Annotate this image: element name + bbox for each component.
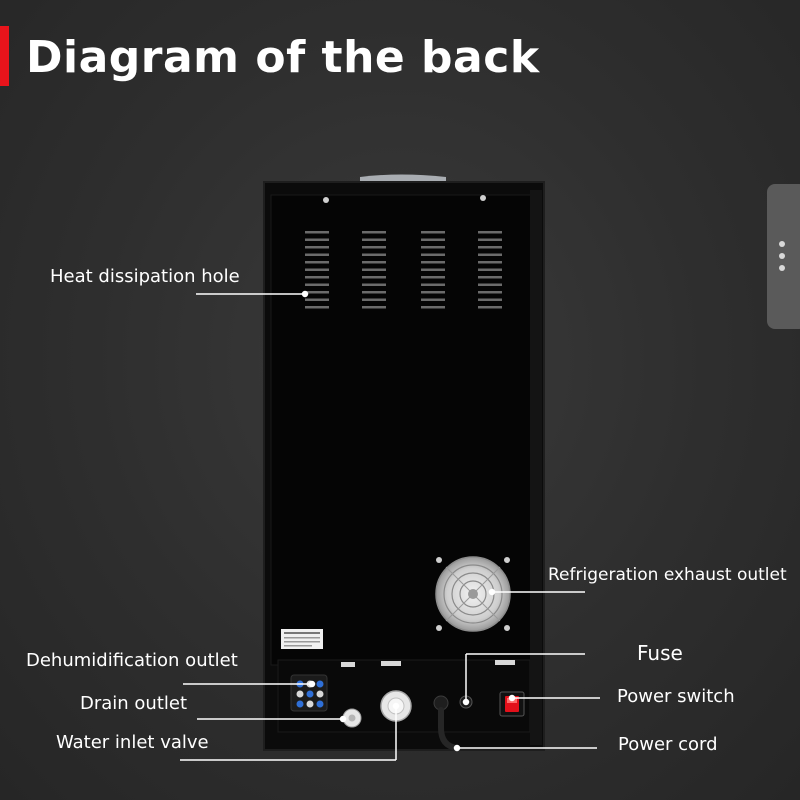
- label-power-cord: Power cord: [618, 734, 718, 755]
- label-power-switch: Power switch: [617, 686, 735, 707]
- label-dehumidification-outlet: Dehumidification outlet: [26, 650, 238, 671]
- leader-lines: [180, 290, 600, 761]
- warning-sticker: [281, 629, 323, 649]
- vertical-ellipsis-icon: [779, 241, 785, 247]
- panel-tag: [381, 661, 401, 666]
- heat-dissipation-vents: [305, 231, 502, 309]
- side-panel-handle[interactable]: [767, 184, 800, 329]
- drain-outlet-icon: [342, 708, 362, 728]
- label-fuse: Fuse: [637, 641, 683, 665]
- panel-tag: [495, 660, 515, 665]
- title-accent-bar: [0, 26, 9, 86]
- panel-tag: [341, 662, 355, 667]
- screw: [480, 195, 486, 201]
- dehumidification-outlet-icon: [290, 674, 328, 712]
- label-refrigeration-exhaust-outlet: Refrigeration exhaust outlet: [548, 565, 787, 585]
- label-drain-outlet: Drain outlet: [80, 693, 188, 714]
- vertical-ellipsis-icon-dot-3: [779, 265, 785, 271]
- exhaust-fan-icon: [435, 556, 511, 632]
- vertical-ellipsis-icon-dot-2: [779, 253, 785, 259]
- label-water-inlet-valve: Water inlet valve: [56, 732, 209, 753]
- screw: [323, 197, 329, 203]
- page-title: Diagram of the back: [26, 32, 540, 83]
- top-cap: [360, 174, 446, 182]
- label-heat-dissipation-hole: Heat dissipation hole: [50, 266, 240, 287]
